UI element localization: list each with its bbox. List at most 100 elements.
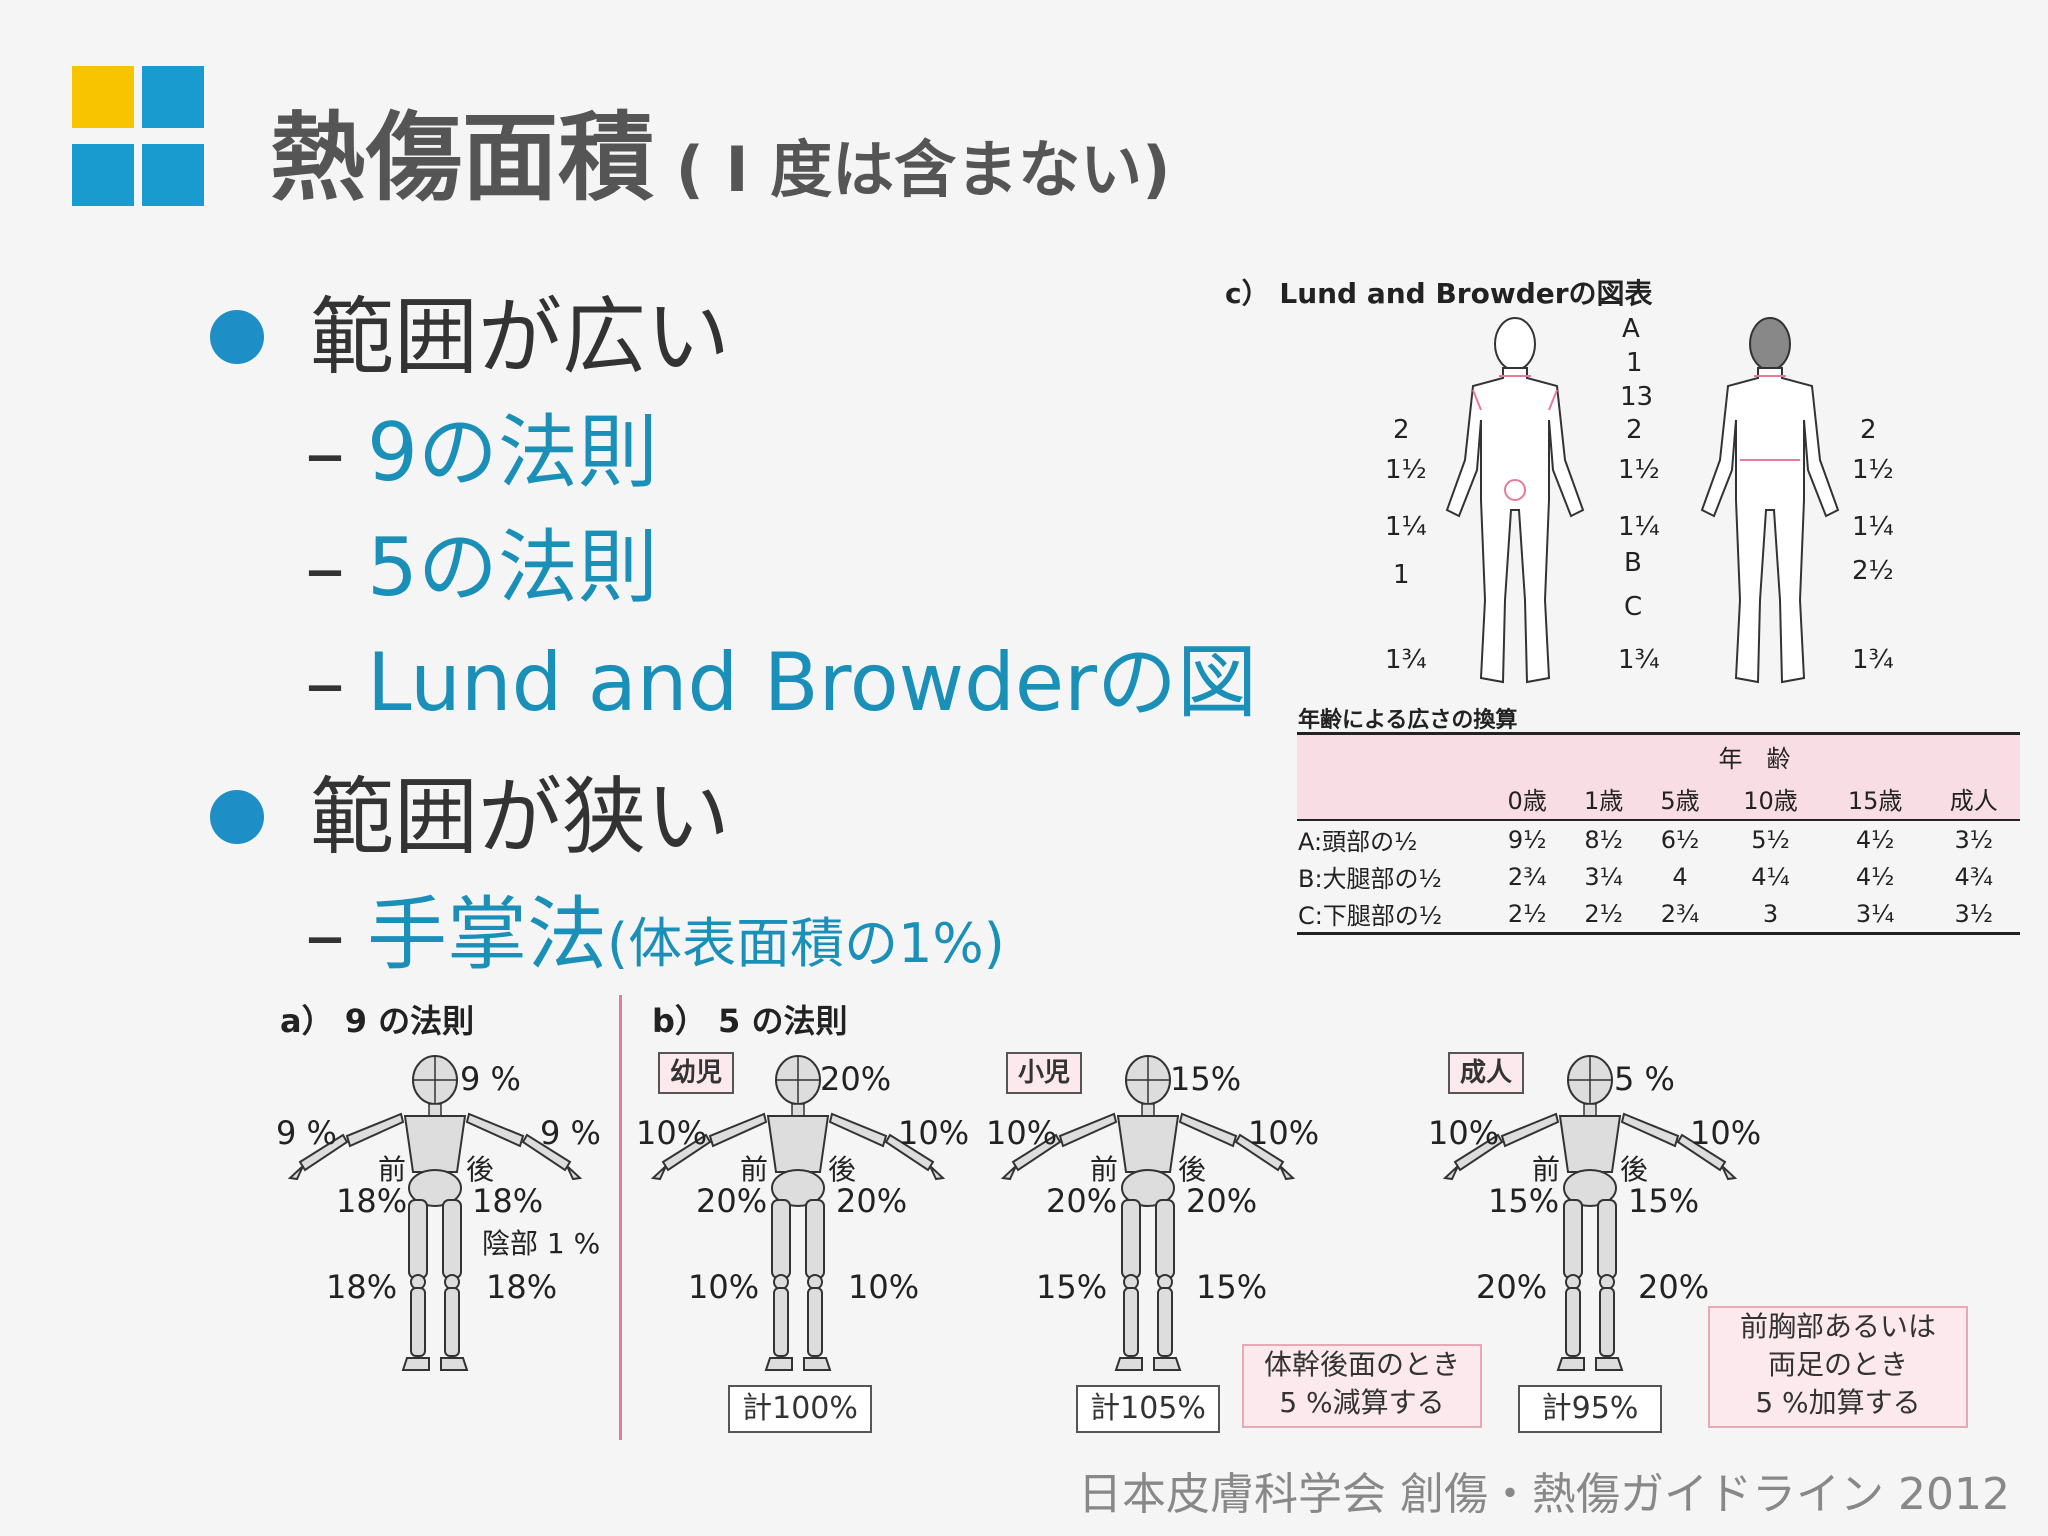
nines-arm-left: 9 % [276, 1114, 337, 1152]
age-col-header: 0歳 [1489, 777, 1566, 821]
fives-child-label: 小児 [1006, 1052, 1082, 1094]
fives-infant-mannequin [652, 1055, 944, 1371]
bullet-dot [210, 310, 264, 365]
fives-infant-head: 20% [820, 1060, 892, 1098]
note-line: 体幹後面のとき [1263, 1348, 1460, 1381]
age-col-header: 5歳 [1641, 777, 1719, 821]
nines-back-label: 後 [466, 1153, 495, 1186]
note-line: 前胸部あるいは [1739, 1310, 1936, 1343]
lb-label-1-half: 1½ [1618, 455, 1660, 485]
fives-child-leg-left: 15% [1036, 1268, 1108, 1306]
cell: 6½ [1660, 825, 1700, 854]
fives-child-trunk-back: 20% [1186, 1182, 1258, 1220]
sub-item-text: 5の法則 [367, 521, 658, 614]
title-main: 熱傷面積 [270, 102, 654, 214]
rule-of-fives-caption: b） 5 の法則 [652, 1002, 848, 1040]
title-sub: ( I 度は含まない) [654, 133, 1171, 206]
table-row: A:頭部の½ 9½ 8½ 6½ 5½ 4½ 3½ [1297, 820, 2020, 858]
lb-label-1-quarter: 1¼ [1618, 512, 1660, 542]
fives-child-mannequin [1002, 1055, 1294, 1371]
lb-label-2: 2 [1626, 415, 1643, 445]
table-row: C:下腿部の½ 2½ 2½ 2¾ 3 3¼ 3½ [1297, 895, 2020, 935]
age-col-header: 15歳 [1822, 777, 1928, 821]
rule-of-nines-caption: a） 9 の法則 [280, 1002, 475, 1040]
fives-adult-total: 計95% [1518, 1385, 1662, 1433]
fives-child-arm-right: 10% [1248, 1114, 1320, 1152]
bullet-narrow: 範囲が狭い [210, 750, 730, 871]
fives-infant-trunk-front: 20% [696, 1182, 768, 1220]
sub-item-rule-of-fives: –5の法則 [305, 521, 658, 614]
fives-infant-trunk-back: 20% [836, 1182, 908, 1220]
row-label: C:下腿部の½ [1297, 895, 1489, 935]
row-label: A:頭部の½ [1298, 828, 1418, 856]
lb-left-1: 1 [1393, 560, 1410, 590]
lb-right-1-quarter: 1¼ [1852, 512, 1894, 542]
page-title: 熱傷面積 ( I 度は含まない) [270, 80, 1171, 219]
fives-child-note: 体幹後面のとき 5 %減算する [1242, 1344, 1482, 1428]
fives-child-front: 前 [1090, 1153, 1119, 1186]
lb-label-B: B [1624, 548, 1642, 578]
age-table-corner-2 [1297, 777, 1489, 821]
lb-label-A: A [1622, 314, 1640, 344]
cell: 3½ [1927, 895, 2020, 935]
age-col-header: 10歳 [1718, 777, 1823, 821]
logo-square-blue-1 [142, 66, 204, 128]
lb-right-1-three-quarter: 1¾ [1852, 645, 1894, 675]
age-col-header: 1歳 [1565, 777, 1642, 821]
sub-item-rule-of-nines: –9の法則 [305, 406, 658, 499]
lb-label-13: 13 [1620, 382, 1654, 412]
fives-infant-leg-right: 10% [848, 1268, 920, 1306]
lb-label-C: C [1624, 592, 1643, 622]
lb-left-1-half: 1½ [1385, 455, 1427, 485]
sub-item-text: 手掌法 [367, 888, 607, 981]
note-line: 両足のとき [1767, 1348, 1908, 1381]
fives-infant-front: 前 [740, 1153, 769, 1186]
cell: 4 [1672, 862, 1688, 891]
age-col-header: 成人 [1927, 777, 2020, 821]
rule-of-nines-mannequin [289, 1055, 581, 1371]
fives-child-back: 後 [1178, 1153, 1207, 1186]
nines-head: 9 % [460, 1060, 521, 1098]
cell: 2¾ [1641, 895, 1719, 935]
sub-item-text: Lund and Browderの図 [367, 636, 1257, 729]
fives-infant-total: 計100% [728, 1385, 872, 1433]
cell: 2½ [1489, 895, 1566, 935]
nines-leg-right: 18% [486, 1268, 558, 1306]
cell: 4¾ [1954, 862, 1993, 891]
cell: 3¼ [1584, 862, 1623, 891]
cell: 3 [1718, 895, 1823, 935]
fives-adult-front: 前 [1532, 1153, 1561, 1186]
sub-item-lund-browder: –Lund and Browderの図 [305, 636, 1257, 729]
logo-square-blue-3 [142, 144, 204, 206]
fives-infant-leg-left: 10% [688, 1268, 760, 1306]
cell: 4½ [1855, 862, 1895, 891]
fives-adult-trunk-back: 15% [1628, 1182, 1700, 1220]
bullet-text: 範囲が狭い [310, 768, 731, 866]
fives-adult-back: 後 [1620, 1153, 1649, 1186]
fives-infant-arm-right: 10% [898, 1114, 970, 1152]
fives-child-trunk-front: 20% [1046, 1182, 1118, 1220]
nines-trunk-back: 18% [472, 1182, 544, 1220]
row-label: B:大腿部の½ [1298, 865, 1442, 893]
age-table: 年 齢 0歳 1歳 5歳 10歳 15歳 成人 A:頭部の½ 9½ 8½ 6½ … [1297, 732, 2020, 935]
cell: 4½ [1855, 825, 1895, 854]
fives-infant-label: 幼児 [658, 1052, 734, 1094]
nines-front-label: 前 [378, 1153, 407, 1186]
fives-adult-trunk-front: 15% [1488, 1182, 1560, 1220]
nines-leg-left: 18% [326, 1268, 398, 1306]
lb-right-2: 2 [1860, 415, 1877, 445]
cell: 3¼ [1822, 895, 1928, 935]
sub-item-text: 9の法則 [367, 406, 658, 499]
lund-browder-caption: c） Lund and Browderの図表 [1225, 277, 1653, 310]
note-line: 5 %加算する [1755, 1386, 1921, 1419]
sub-item-palm-method: –手掌法(体表面積の1%) [305, 888, 1005, 981]
lb-label-1-three-quarter: 1¾ [1618, 645, 1660, 675]
logo-square-blue-2 [72, 144, 134, 206]
fives-adult-head: 5 % [1614, 1060, 1675, 1098]
age-table-group-header: 年 齢 [1489, 732, 2020, 777]
fives-child-leg-right: 15% [1196, 1268, 1268, 1306]
logo-square-yellow [72, 66, 134, 128]
cell: 5½ [1751, 825, 1790, 854]
fives-infant-arm-left: 10% [636, 1114, 708, 1152]
note-line: 5 %減算する [1279, 1386, 1445, 1419]
